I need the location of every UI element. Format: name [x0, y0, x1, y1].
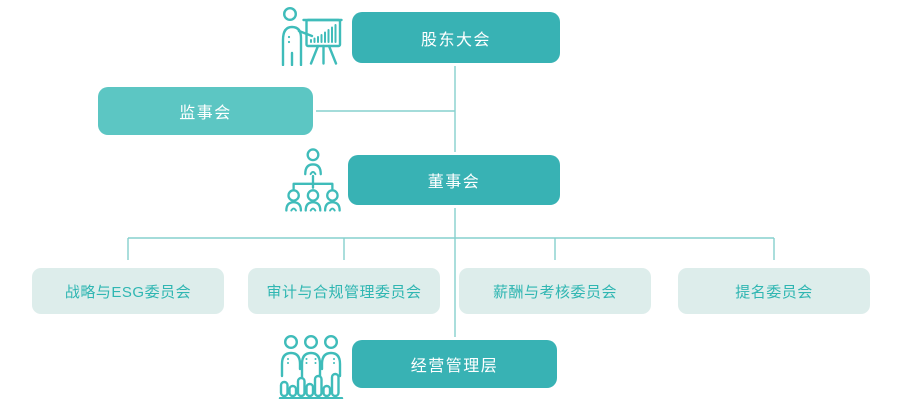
node-supervisory-board: 监事会: [98, 87, 313, 135]
node-shareholders-meeting-label: 股东大会: [420, 31, 491, 49]
node-committee-nomination: 提名委员会: [678, 268, 870, 314]
node-committee-remuneration-appraisal: 薪酬与考核委员会: [459, 268, 651, 314]
node-management: 经营管理层: [352, 340, 557, 388]
team-bar-chart-icon: [278, 333, 344, 399]
node-committee-audit-compliance: 审计与合规管理委员会: [248, 268, 440, 314]
node-supervisory-board-label: 监事会: [179, 105, 232, 122]
node-committee-remuneration-appraisal-label: 薪酬与考核委员会: [492, 283, 617, 301]
org-hierarchy-icon: [282, 146, 344, 212]
node-board-of-directors: 董事会: [348, 155, 560, 205]
node-committee-strategy-esg: 战略与ESG委员会: [32, 268, 224, 314]
presenter-whiteboard-icon: [276, 6, 344, 66]
node-board-of-directors-label: 董事会: [427, 174, 481, 191]
connector-path: [127, 66, 775, 337]
node-shareholders-meeting: 股东大会: [352, 12, 560, 63]
node-management-label: 经营管理层: [410, 358, 499, 375]
node-committee-strategy-esg-label: 战略与ESG委员会: [64, 283, 192, 301]
node-committee-nomination-label: 提名委员会: [735, 283, 813, 301]
node-committee-audit-compliance-label: 审计与合规管理委员会: [266, 283, 422, 301]
